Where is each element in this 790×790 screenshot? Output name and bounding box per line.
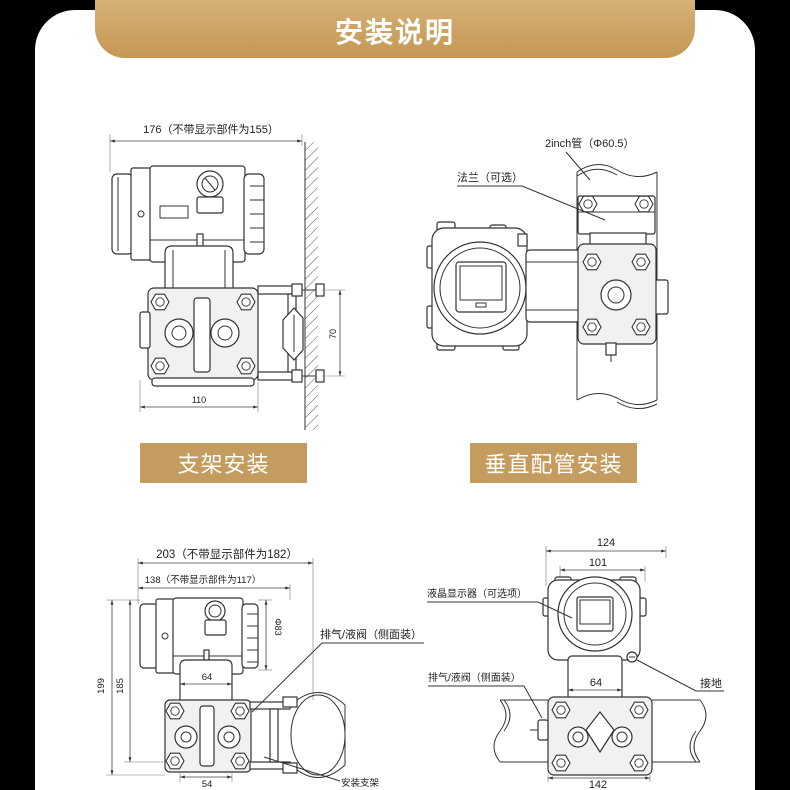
front-view-drawing: 124 101 液晶显示器（可选项） [427, 537, 724, 790]
mounting-bracket-callout: 安装支架 [263, 756, 380, 789]
flange-callout: 法兰（可选） [457, 170, 606, 221]
side-vent-valve-label: 排气/液阀（侧面装） [320, 627, 422, 641]
dimension-label-side-total: 203（不带显示部件为182） [156, 547, 298, 561]
vent-valve-icon [530, 719, 549, 741]
mounting-bracket [257, 283, 325, 383]
dimension-label-diameter: Φ83 [273, 618, 283, 635]
page-title: 安装说明 [334, 17, 455, 48]
dimension-side-neck: 64 [180, 672, 232, 686]
horizontal-pipe-section [290, 694, 346, 776]
dimension-side-total-height: 199 185 [96, 599, 165, 776]
dimension-bottom-width: 110 [139, 380, 259, 412]
transmitter-neck-side [179, 649, 233, 703]
dimension-front-total-width: 124 [545, 537, 667, 586]
pipe-clamp [577, 195, 656, 246]
lcd-display-icon [557, 576, 633, 652]
side-vent-valve-callout: 排气/液阀（侧面装） [251, 627, 424, 713]
dimension-label-front-total: 124 [597, 537, 615, 549]
hex-bolt-icon [634, 195, 654, 213]
transmitter-neck [164, 233, 234, 297]
dimension-side-body-width: 138（不带显示部件为117） [138, 574, 291, 600]
dimension-side-base: 54 [179, 772, 233, 790]
flange-label: 法兰（可选） [457, 170, 523, 184]
hex-bolt-icon [236, 357, 256, 375]
terminal-cap-knob-icon [196, 170, 224, 214]
dimension-label-bottom: 110 [192, 395, 206, 405]
front-vent-valve-callout: 排气/液阀（侧面装） [428, 671, 543, 719]
mounting-bracket-label: 安装支架 [341, 777, 380, 789]
hex-bolt-icon [631, 318, 651, 336]
dimension-side-total-width: 203（不带显示部件为182） [137, 547, 314, 700]
ground-screw-icon [626, 651, 638, 663]
page-title-banner: 安装说明 [95, 0, 695, 58]
hex-bolt-icon [165, 752, 185, 770]
mounting-wall [304, 142, 318, 430]
transmitter-neck-horizontal [517, 233, 581, 323]
hex-bolt-icon [582, 253, 602, 271]
dimension-bolt-spacing: 70 [322, 289, 345, 377]
dimension-label-front-inner: 101 [589, 557, 607, 569]
vertical-pipe-mount-label-text: 垂直配管安装 [484, 452, 623, 477]
ground-label: 接地 [700, 677, 722, 690]
hex-bolt-icon [551, 701, 571, 719]
hex-bolt-icon [629, 754, 649, 772]
dimension-front-neck: 64 [568, 677, 622, 692]
flange-body-side [164, 699, 252, 773]
hex-bolt-icon [230, 702, 250, 720]
u-bolt-nut [291, 283, 303, 297]
front-vent-valve-label: 排气/液阀（侧面装） [428, 671, 521, 684]
dimension-label-height-body: 185 [115, 678, 126, 694]
hex-bolt-icon [578, 195, 598, 213]
lcd-display-icon [433, 241, 527, 335]
flange-body-vertical [577, 243, 669, 362]
dimension-label-height-total: 199 [96, 678, 107, 694]
bracket-mount-drawing: 176（不带显示部件为155） [109, 122, 345, 430]
dimension-label-side: 70 [328, 329, 338, 339]
lcd-label: 液晶显示器（可选项） [427, 587, 527, 600]
hex-bolt-icon [629, 701, 649, 719]
dimension-label-side-neck: 64 [202, 672, 213, 683]
transmitter-front-housing [426, 221, 528, 351]
bracket-mount-label-text: 支架安装 [177, 452, 270, 477]
transmitter-front-housing-lower [542, 576, 647, 661]
lcd-callout: 液晶显示器（可选项） [427, 587, 573, 619]
u-bolt-nut [282, 696, 298, 708]
dimension-front-base: 142 [547, 775, 651, 790]
dimension-label-side-base: 54 [202, 779, 213, 790]
u-bolt-nut [291, 369, 303, 383]
vertical-pipe-mount-label: 垂直配管安装 [470, 443, 637, 483]
hex-bolt-icon [236, 293, 256, 311]
dimension-label-width: 176（不带显示部件为155） [143, 122, 279, 136]
pressure-flange-body [139, 287, 259, 387]
vertical-pipe-mount-drawing: 2inch管（Φ60.5） 法兰（可选） [426, 136, 669, 409]
transmitter-housing-side [139, 597, 259, 675]
hex-bolt-icon [150, 357, 170, 375]
hex-bolt-icon [165, 702, 185, 720]
dimension-housing-diameter: Φ83 [258, 599, 283, 671]
hex-bolt-icon [582, 318, 602, 336]
dimension-label-front-neck: 64 [590, 677, 602, 689]
hex-bolt-icon [150, 293, 170, 311]
pipe-label: 2inch管（Φ60.5） [545, 136, 634, 150]
terminal-cap-knob-icon [204, 600, 227, 636]
pipe-callout: 2inch管（Φ60.5） [545, 136, 634, 181]
mounting-bracket-side [249, 692, 346, 778]
horizontal-pipe [493, 699, 707, 763]
hex-bolt-icon [551, 754, 571, 772]
dimension-front-inner-width: 101 [559, 557, 646, 582]
dimension-label-front-base: 142 [589, 779, 607, 790]
u-bolt-nut [282, 762, 298, 774]
bracket-mount-label: 支架安装 [140, 443, 307, 483]
side-view-drawing: 203（不带显示部件为182） 138（不带显示部件为117） [96, 547, 424, 790]
hex-bolt-icon [230, 752, 250, 770]
flange-body-front [547, 696, 653, 776]
dimension-overall-width: 176（不带显示部件为155） [109, 122, 303, 172]
hex-bolt-icon [631, 253, 651, 271]
dimension-label-side-body: 138（不带显示部件为117） [145, 574, 262, 586]
ground-callout: 接地 [636, 659, 724, 692]
